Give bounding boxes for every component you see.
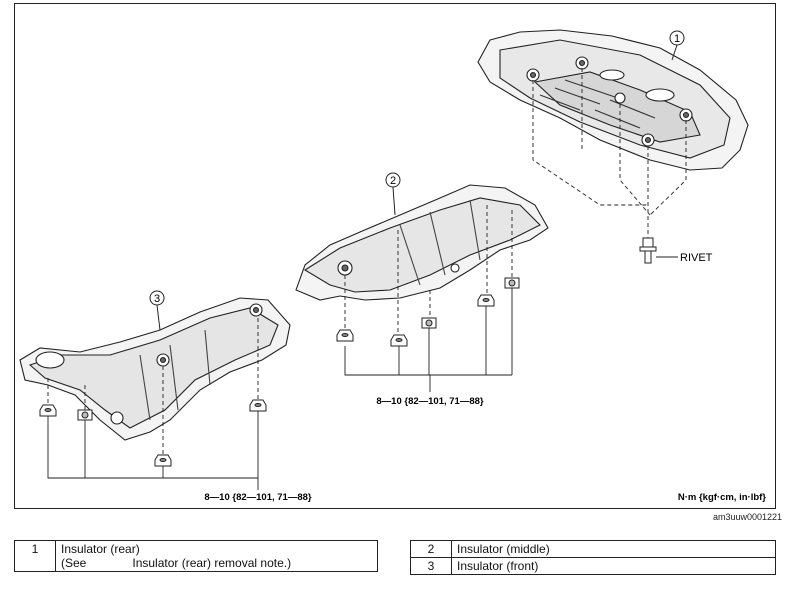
torque-label-front: 8—10 {82—101, 71—88}: [204, 492, 312, 503]
front-nuts: [39, 399, 267, 467]
legend-table-right: 2 Insulator (middle) 3 Insulator (front): [410, 540, 776, 575]
torque-label-middle: 8—10 {82—101, 71—88}: [376, 396, 484, 407]
legend-note: (See Insulator (rear) removal note.): [61, 556, 372, 570]
front-guide-lines: [47, 318, 259, 455]
unit-note: N·m {kgf·cm, in·lbf}: [678, 492, 766, 503]
svg-text:1: 1: [674, 33, 680, 45]
rivet-icon: [639, 237, 678, 264]
front-torque-leader: [47, 411, 259, 490]
removal-note-link[interactable]: Insulator (rear) removal note.): [132, 556, 292, 570]
legend-item-name: Insulator (rear): [61, 542, 140, 556]
legend-item-name: Insulator (front): [451, 557, 776, 575]
diagram-frame: [14, 3, 776, 509]
rivet-label: RIVET: [680, 252, 713, 264]
middle-nuts: [336, 277, 520, 347]
insulator-rear-part: [477, 29, 749, 171]
rivet-guide-lines: [532, 68, 687, 238]
legend-note-prefix: (See: [61, 556, 87, 570]
legend-description: Insulator (rear) (See Insulator (rear) re…: [55, 540, 378, 572]
svg-text:2: 2: [390, 175, 396, 187]
callout-2: 2: [385, 172, 401, 216]
legend-item-name: Insulator (middle): [451, 540, 776, 558]
legend-number: 1: [14, 540, 56, 572]
svg-text:3: 3: [154, 293, 160, 305]
legend-number: 2: [410, 540, 452, 558]
exploded-view-diagram: 1 2 3 RIVET 8—10 {82—101, 71—88} 8—10 {8…: [19, 29, 766, 503]
callout-3: 3: [149, 290, 165, 331]
middle-torque-leader: [344, 288, 513, 392]
legend-row: 2 Insulator (middle): [410, 540, 776, 558]
insulator-middle-part: [295, 184, 549, 301]
legend-row: 3 Insulator (front): [410, 557, 776, 575]
legend-number: 3: [410, 557, 452, 575]
callout-1: 1: [669, 30, 685, 61]
insulator-front-part: [19, 297, 291, 441]
middle-guide-lines: [344, 205, 513, 335]
figure-code: am3uuw0001221: [712, 512, 782, 522]
